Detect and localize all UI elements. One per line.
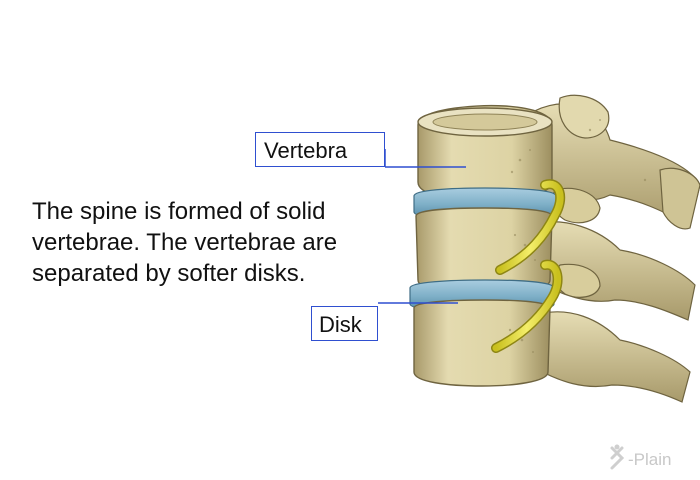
description-text: The spine is formed of solid vertebrae. …: [32, 198, 338, 287]
bone-texture: [508, 119, 647, 353]
x-plain-logo: -Plain: [610, 444, 671, 470]
spinous-processes: [519, 94, 700, 403]
svg-text:-Plain: -Plain: [628, 450, 671, 469]
upper-vertebra: [417, 104, 553, 201]
vertebra-label: Vertebra: [255, 132, 385, 167]
vertebra-label-text: Vertebra: [264, 138, 348, 163]
disk-label: Disk: [311, 306, 378, 341]
lower-vertebra: [413, 299, 551, 387]
disk-label-text: Disk: [319, 312, 362, 337]
nerve-roots: [491, 179, 566, 353]
